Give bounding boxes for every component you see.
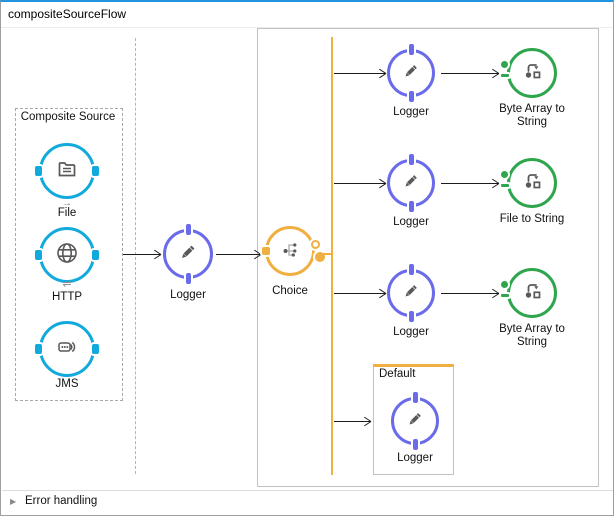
node-port <box>408 311 414 322</box>
node-port <box>412 392 418 403</box>
choice-branch-icon <box>279 238 301 265</box>
choice-route-port <box>311 240 320 249</box>
flow-connector <box>441 293 498 294</box>
source-direction-icon: ⇌ <box>62 278 72 290</box>
node-port <box>501 74 509 77</box>
branch2-logger-label: Logger <box>393 216 429 228</box>
default-route-box <box>373 364 454 475</box>
flow-title: compositeSourceFlow <box>8 7 127 21</box>
default-logger-label: Logger <box>397 452 433 464</box>
default-route-label: Default <box>379 368 416 380</box>
flow-connector <box>123 254 160 255</box>
choice-label: Choice <box>272 285 308 297</box>
file-source-label: File <box>57 207 77 219</box>
node-port <box>408 44 414 55</box>
file-source-node[interactable] <box>35 143 99 199</box>
choice-node[interactable] <box>262 226 325 276</box>
jms-source-node[interactable] <box>35 321 99 377</box>
source-direction-icon: → <box>61 197 73 209</box>
source-process-divider <box>135 38 136 474</box>
node-port <box>408 201 414 212</box>
branch1-transformer-node[interactable] <box>507 48 557 98</box>
branch2-transformer-label: File to String <box>499 213 565 225</box>
node-port <box>501 61 508 68</box>
pencil-icon <box>401 171 421 196</box>
main-logger-label: Logger <box>170 289 206 301</box>
flow-connector <box>441 73 498 74</box>
globe-icon <box>54 240 80 271</box>
node-port <box>35 166 42 176</box>
node-port <box>501 171 508 178</box>
jms-icon <box>55 335 79 364</box>
error-handling-separator <box>2 490 613 491</box>
node-port <box>501 281 508 288</box>
node-port <box>408 264 414 275</box>
flow-connector <box>216 254 260 255</box>
branch3-logger-label: Logger <box>393 326 429 338</box>
choice-branch-connector <box>321 253 332 255</box>
node-port <box>35 250 42 260</box>
branch1-logger-label: Logger <box>393 106 429 118</box>
node-port <box>262 247 270 255</box>
node-port <box>92 344 99 354</box>
branch1-transformer-label: Byte Array to String <box>499 103 565 128</box>
branch2-logger-node[interactable] <box>387 154 435 212</box>
node-port <box>185 224 191 235</box>
branch2-transformer-node[interactable] <box>507 158 557 208</box>
transform-icon <box>519 278 545 309</box>
node-port <box>412 439 418 450</box>
jms-source-label: JMS <box>55 378 79 390</box>
error-handling-label: Error handling <box>25 495 98 507</box>
title-separator <box>1 27 613 28</box>
node-port <box>501 184 509 187</box>
flow-connector <box>441 183 498 184</box>
flow-connector <box>334 183 385 184</box>
file-icon <box>55 157 79 186</box>
node-port <box>185 273 191 284</box>
node-port <box>35 344 42 354</box>
branch3-transformer-node[interactable] <box>507 268 557 318</box>
node-port <box>92 250 99 260</box>
node-port <box>501 294 509 297</box>
branch3-transformer-label: Byte Array to String <box>499 323 565 348</box>
choice-route-port <box>315 252 325 262</box>
branch3-logger-node[interactable] <box>387 264 435 322</box>
flow-connector <box>334 421 370 422</box>
flow-connector <box>334 73 385 74</box>
default-logger-node[interactable] <box>391 392 439 450</box>
main-logger-node[interactable] <box>163 224 213 284</box>
composite-source-label: Composite Source <box>20 111 116 123</box>
http-source-label: HTTP <box>51 291 83 303</box>
transform-icon <box>519 58 545 89</box>
node-port <box>92 166 99 176</box>
error-handling-section[interactable]: ▶ Error handling <box>1 492 613 515</box>
pencil-icon <box>401 281 421 306</box>
node-port <box>408 91 414 102</box>
node-port <box>408 154 414 165</box>
choice-branch-line <box>331 37 333 475</box>
transform-icon <box>519 168 545 199</box>
flow-connector <box>334 293 385 294</box>
pencil-icon <box>177 241 199 268</box>
branch1-logger-node[interactable] <box>387 44 435 102</box>
http-source-node[interactable] <box>35 227 99 283</box>
pencil-icon <box>405 409 425 434</box>
expand-arrow-icon[interactable]: ▶ <box>10 497 17 506</box>
pencil-icon <box>401 61 421 86</box>
